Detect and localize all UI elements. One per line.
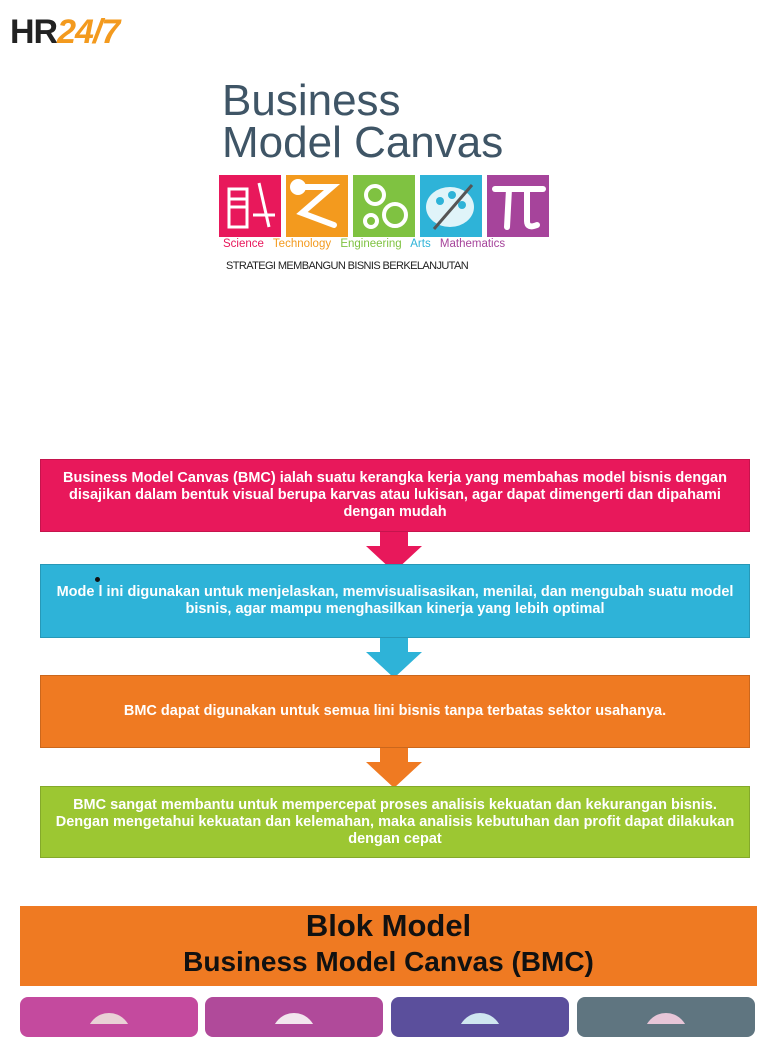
flow-text: BMC dapat digunakan untuk semua lini bis… (123, 703, 667, 719)
down-arrow-icon (366, 748, 422, 788)
title-line-1: Business (222, 76, 401, 125)
flow-box-2: Mode l ini digunakan untuk menjelaskan, … (40, 564, 750, 638)
stem-label: Engineering (340, 238, 402, 250)
stem-label: Science (223, 238, 264, 250)
stem-label: Arts (410, 238, 431, 250)
page-title: Business Model Canvas (222, 76, 504, 167)
block-card (391, 997, 569, 1037)
bullet-dot (95, 577, 100, 582)
logo-247: 24/7 (57, 13, 120, 51)
stem-label: Technology (272, 238, 332, 250)
flow-box-4: BMC sangat membantu untuk mempercepat pr… (40, 786, 750, 858)
flow-text: Mode l ini digunakan untuk menjelaskan, … (56, 584, 734, 617)
flow-text: BMC sangat membantu untuk mempercepat pr… (55, 796, 735, 847)
block-card (577, 997, 755, 1037)
logo-hr: HR (10, 13, 58, 51)
blok-model-banner: Blok Model Business Model Canvas (BMC) (20, 906, 757, 986)
gears-icon (353, 175, 415, 237)
flow-box-1: Business Model Canvas (BMC) ialah suatu … (40, 459, 750, 532)
pi-icon (487, 175, 549, 237)
block-card (20, 997, 198, 1037)
flow-box-3: BMC dapat digunakan untuk semua lini bis… (40, 675, 750, 748)
blok-subtitle: Business Model Canvas (BMC) (183, 946, 594, 977)
stem-banner (219, 175, 549, 237)
title-line-2: Model Canvas (222, 118, 504, 167)
beaker-icon (219, 175, 281, 237)
hr247-logo: HR24/7 (10, 12, 120, 52)
flow-text: Business Model Canvas (BMC) ialah suatu … (63, 470, 727, 520)
down-arrow-icon (366, 532, 422, 572)
tagline: STRATEGI MEMBANGUN BISNIS BERKELANJUTAN (226, 260, 469, 272)
block-card (205, 997, 383, 1037)
down-arrow-icon (366, 638, 422, 678)
palette-icon (420, 175, 482, 237)
robot-arm-icon (286, 175, 348, 237)
blok-title: Blok Model (305, 908, 472, 943)
stem-labels: Science Technology Engineering Arts Math… (223, 238, 511, 250)
stem-label: Mathematics (439, 238, 506, 250)
